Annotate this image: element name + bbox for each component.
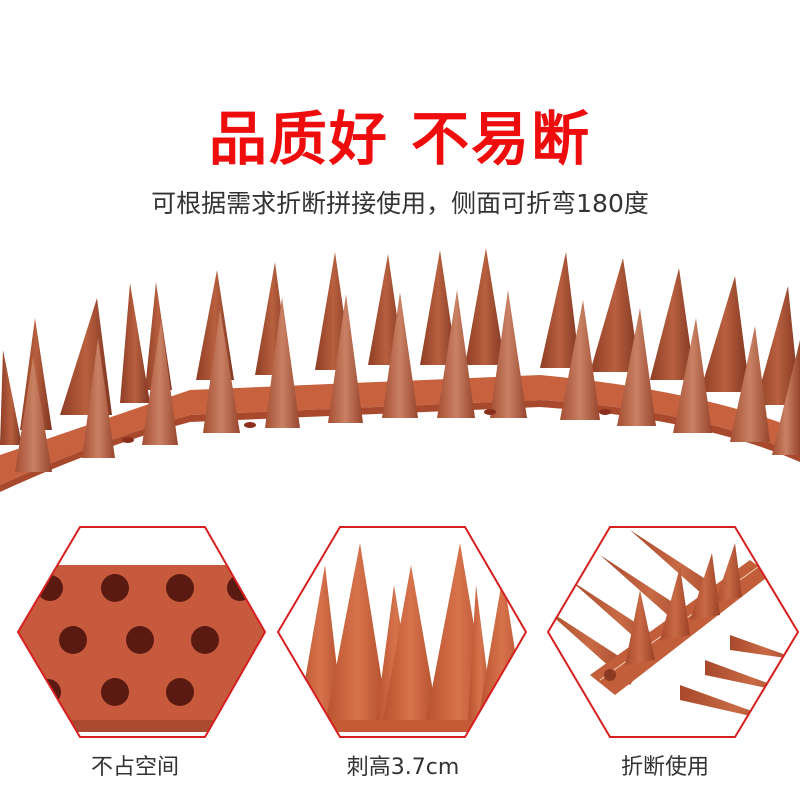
feature-caption: 不占空间 — [90, 755, 179, 780]
snapped-strip-image — [546, 526, 800, 738]
subheadline: 可根据需求折断拼接使用，侧面可折弯180度 — [151, 189, 649, 218]
spike-strip-illustration — [0, 248, 800, 492]
perforated-base-image — [16, 526, 267, 738]
feature-caption: 刺高3.7cm — [346, 755, 460, 780]
feature-row: 不占空间 刺高3.7cm — [0, 525, 800, 800]
feature-caption: 折断使用 — [620, 755, 709, 780]
feature-card-space: 不占空间 — [0, 525, 270, 800]
feature-card-height: 刺高3.7cm — [268, 525, 538, 800]
headline: 品质好 不易断 — [208, 105, 592, 173]
feature-card-snap: 折断使用 — [530, 525, 800, 800]
hero-product-image — [0, 240, 800, 510]
spike-height-image — [276, 526, 528, 738]
